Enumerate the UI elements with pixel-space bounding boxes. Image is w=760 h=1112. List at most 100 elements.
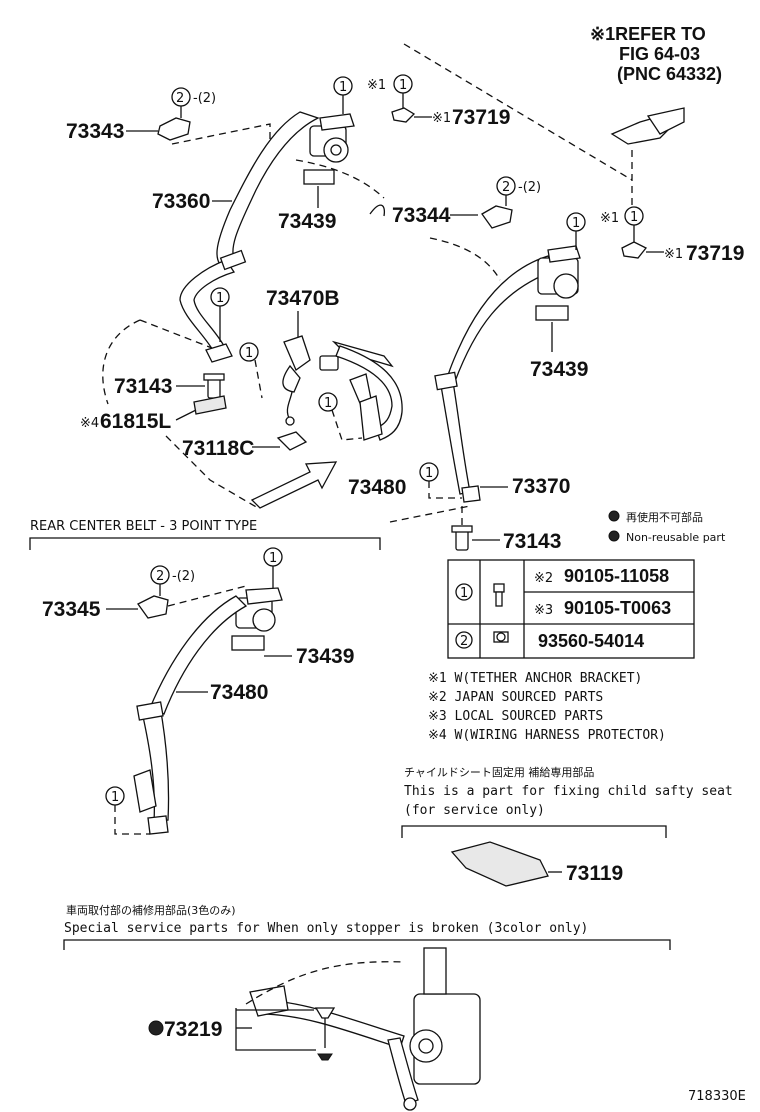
belt-73360 — [179, 111, 320, 353]
part-73480-b: 73480 — [210, 681, 268, 704]
callout-1: 1 — [318, 392, 338, 412]
pad-73439-shape — [535, 305, 569, 321]
refer-line-3: (PNC 64332) — [617, 64, 722, 84]
part-73119-shape — [450, 841, 549, 887]
part-73219: 73219 — [164, 1018, 222, 1041]
svg-text:1: 1 — [630, 210, 638, 225]
pad-73439-shape — [303, 169, 335, 185]
legend-nonreusable-en: Non-reusable part — [626, 531, 726, 544]
part-73439-c: 73439 — [296, 645, 354, 668]
part-73719-b: 73719 — [686, 242, 744, 265]
anchor-cover-shape — [137, 595, 169, 619]
nut-icon — [493, 631, 509, 643]
rear-center-title: REAR CENTER BELT - 3 POINT TYPE — [30, 519, 257, 534]
refer-line-2: FIG 64-03 — [619, 44, 700, 64]
figure-id: 718330E — [688, 1089, 746, 1104]
refer-note: ※1REFER TO FIG 64-03 (PNC 64332) — [590, 24, 722, 84]
svg-text:※1: ※1 — [432, 111, 451, 126]
callout-2: 2 -(2) — [496, 176, 541, 196]
part-73439-a: 73439 — [278, 210, 336, 233]
refer-line-1: ※1REFER TO — [590, 24, 706, 44]
table-note-2: ※3 — [534, 603, 553, 618]
clip-73118C — [276, 431, 308, 451]
svg-text:1: 1 — [245, 346, 253, 361]
svg-text:1: 1 — [111, 790, 119, 805]
callout-2: 2 -(2) — [150, 565, 195, 585]
note-4: ※4 W(WIRING HARNESS PROTECTOR) — [428, 728, 666, 743]
part-73370: 73370 — [512, 475, 570, 498]
svg-text:2: 2 — [156, 569, 164, 584]
svg-text:※1: ※1 — [367, 78, 386, 93]
child-seat-en-2: (for service only) — [404, 803, 545, 818]
anchor-cover-shape — [481, 205, 513, 229]
note-1: ※1 W(TETHER ANCHOR BRACKET) — [428, 671, 642, 686]
part-73719-a: 73719 — [452, 106, 510, 129]
svg-text:1: 1 — [399, 78, 407, 93]
svg-text:1: 1 — [216, 291, 224, 306]
svg-text:-(2): -(2) — [193, 91, 216, 106]
callout-1: 1 — [105, 786, 125, 806]
part-73143-b: 73143 — [503, 530, 561, 553]
callout-1: 1 — [419, 462, 439, 482]
svg-text:2: 2 — [176, 91, 184, 106]
part-73360: 73360 — [152, 190, 210, 213]
table-part-2: 90105-T0063 — [564, 598, 671, 618]
part-73119: 73119 — [566, 862, 623, 885]
part-73344: 73344 — [392, 204, 451, 227]
notes: ※1 W(TETHER ANCHOR BRACKET) ※2 JAPAN SOU… — [428, 671, 666, 743]
repair-section: 車両取付部の補修用部品(3色のみ) Special service parts … — [63, 903, 671, 1111]
anchor-cover-shape — [157, 117, 191, 141]
callout-1: 1 — [263, 547, 283, 567]
tether-bracket-shape — [610, 107, 685, 145]
part-73345: 73345 — [42, 598, 101, 621]
tether-note-right: ※1 1 ※1 73719 — [600, 206, 744, 265]
svg-text:1: 1 — [339, 80, 347, 95]
callout-1: 1 — [239, 342, 259, 362]
svg-text:※1: ※1 — [664, 247, 683, 262]
section-bracket — [29, 537, 381, 550]
svg-text:2: 2 — [502, 180, 510, 195]
bolt-73143-a — [203, 373, 225, 399]
retractor-lower-shape — [409, 947, 481, 1085]
svg-text:※4: ※4 — [80, 416, 99, 431]
table-part-1: 90105-11058 — [564, 566, 669, 586]
belt-73370 — [434, 245, 581, 503]
table-callout-2: 2 — [460, 634, 468, 649]
svg-text:※1: ※1 — [600, 211, 619, 226]
child-seat-section: チャイルドシート固定用 補給専用部品 This is a part for fi… — [401, 765, 733, 887]
callout-1: 1 — [333, 76, 353, 96]
note-2: ※2 JAPAN SOURCED PARTS — [428, 690, 603, 705]
buckle-73470B — [282, 335, 394, 426]
part-73343: 73343 — [66, 120, 124, 143]
belt-73480-a — [335, 345, 403, 441]
front-arrow — [250, 461, 338, 509]
tether-note-top: ※1 1 ※1 73719 — [367, 74, 510, 129]
repair-jp: 車両取付部の補修用部品(3色のみ) — [66, 903, 236, 917]
bolt-icon — [493, 583, 505, 607]
svg-text:1: 1 — [425, 466, 433, 481]
retractor-shape — [309, 113, 355, 163]
svg-text:-(2): -(2) — [518, 180, 541, 195]
svg-text:1: 1 — [324, 396, 332, 411]
part-73480-a: 73480 — [348, 476, 406, 499]
bolt-73143-b — [451, 525, 473, 551]
wire-protector-shape — [193, 395, 227, 415]
pad-73439-shape — [231, 635, 265, 651]
legend-nonreusable-jp: 再使用不可部品 — [626, 510, 703, 524]
dashed-leader — [403, 43, 633, 181]
callout-1: 1 — [566, 212, 586, 232]
svg-text:1: 1 — [572, 216, 580, 231]
part-73439-b: 73439 — [530, 358, 588, 381]
svg-text:-(2): -(2) — [172, 569, 195, 584]
svg-text:1: 1 — [269, 551, 277, 566]
part-73470B: 73470B — [266, 287, 340, 310]
callout-1: 1 — [210, 287, 230, 307]
callout-2: 2 -(2) — [171, 87, 216, 107]
child-seat-jp: チャイルドシート固定用 補給専用部品 — [404, 765, 594, 779]
part-73118C: 73118C — [182, 437, 254, 460]
note-3: ※3 LOCAL SOURCED PARTS — [428, 709, 603, 724]
child-seat-en-1: This is a part for fixing child safty se… — [404, 784, 733, 799]
legend: 再使用不可部品 Non-reusable part — [608, 510, 726, 544]
bolt-table: 1 2 ※2 90105-11058 ※3 90105-T0063 93560-… — [447, 559, 695, 659]
